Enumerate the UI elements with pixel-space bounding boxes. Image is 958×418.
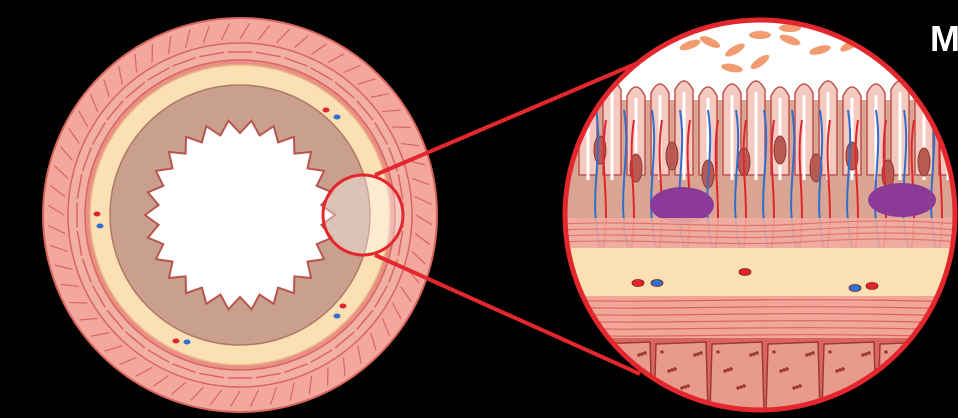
cell-granule: [680, 386, 684, 390]
cell-granule: [904, 386, 908, 390]
cell-granule: [920, 352, 924, 356]
cell-granule: [693, 353, 697, 357]
cell-granule: [624, 386, 628, 390]
cell-granule: [749, 353, 753, 357]
lymph-nodule-left: [650, 187, 714, 223]
cell-granule: [947, 369, 951, 373]
vessel-dot: [340, 304, 347, 309]
gland: [918, 148, 930, 176]
cell-granule: [723, 369, 727, 373]
cell-granule: [792, 386, 796, 390]
gland: [666, 142, 678, 170]
zoom-region-highlight: [323, 175, 403, 255]
cell-granule: [604, 350, 608, 354]
gland: [774, 136, 786, 164]
submucosa-vessel: [651, 280, 663, 287]
magnified-submucosa: [560, 248, 958, 298]
cell-granule: [835, 369, 839, 373]
cell-granule: [630, 384, 634, 388]
cell-granule: [637, 353, 641, 357]
vessel-dot: [94, 212, 101, 217]
vessel-dot: [334, 314, 341, 319]
cell-granule: [779, 369, 783, 373]
cell-granule: [611, 369, 615, 373]
cell-granule: [805, 353, 809, 357]
cell-granule: [627, 385, 631, 389]
submucosa-vessel: [739, 269, 751, 276]
cell-granule: [772, 350, 776, 354]
cell-granule: [614, 368, 618, 372]
cell-granule: [667, 369, 671, 373]
cell-granule: [910, 384, 914, 388]
vessel-dot: [334, 115, 341, 120]
cell-granule: [716, 350, 720, 354]
cell-granule: [828, 350, 832, 354]
cell-granule: [660, 350, 664, 354]
cell-block: [934, 342, 958, 412]
vessel-dot: [173, 339, 180, 344]
cell-granule: [950, 368, 954, 372]
cell-granule: [940, 350, 944, 354]
cell-granule: [861, 353, 865, 357]
cell-granule: [617, 367, 621, 371]
lymph-nodule-right: [868, 183, 936, 217]
vessel-dot: [323, 108, 330, 113]
cell-granule: [917, 353, 921, 357]
vessel-dot: [184, 340, 191, 345]
cell-granule: [736, 386, 740, 390]
submucosa-vessel: [849, 285, 861, 292]
submucosa-vessel: [632, 280, 644, 287]
cell-granule: [891, 369, 895, 373]
submucosa-vessel: [866, 283, 878, 290]
bacterium: [749, 31, 771, 39]
cross-section: [43, 18, 437, 412]
cell-granule: [884, 350, 888, 354]
diagram-label: M: [930, 18, 958, 60]
cell-granule: [894, 368, 898, 372]
vessel-dot: [97, 224, 104, 229]
cell-granule: [953, 367, 957, 371]
cell-granule: [923, 351, 927, 355]
cell-granule: [907, 385, 911, 389]
magnified-muscle-layer: [560, 296, 958, 340]
cell-granule: [897, 367, 901, 371]
